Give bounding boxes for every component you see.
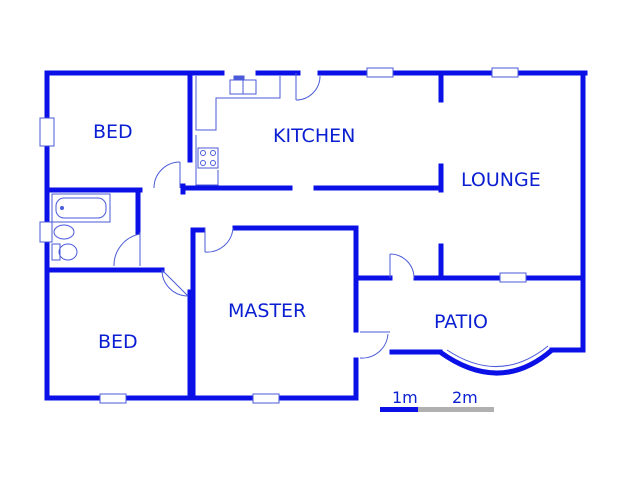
walls [44, 70, 588, 401]
scale-bar: 1m 2m [380, 388, 494, 412]
patio-bay-window [438, 348, 554, 376]
window [39, 221, 53, 243]
windows [39, 67, 527, 404]
toilet [58, 243, 78, 261]
bathroom-fixtures [51, 193, 111, 261]
room-label-bed-top: BED [93, 121, 133, 143]
scale-label-2m: 2m [452, 388, 478, 407]
window [39, 117, 55, 147]
bathtub [51, 193, 111, 223]
window [366, 67, 394, 78]
room-label-kitchen: KITCHEN [273, 125, 355, 147]
doors [113, 73, 415, 359]
window [499, 272, 527, 283]
room-label-lounge: LOUNGE [461, 169, 541, 191]
room-label-master: MASTER [228, 300, 306, 322]
room-label-patio: PATIO [434, 311, 488, 333]
stove [197, 147, 219, 169]
basin [53, 224, 75, 240]
scale-label-1m: 1m [392, 388, 418, 407]
window [99, 393, 127, 404]
kitchen-counter [195, 75, 281, 186]
room-label-bed-bottom: BED [98, 331, 138, 353]
window [491, 67, 519, 78]
window [252, 393, 280, 404]
patio-bay-window-inner [446, 345, 549, 368]
